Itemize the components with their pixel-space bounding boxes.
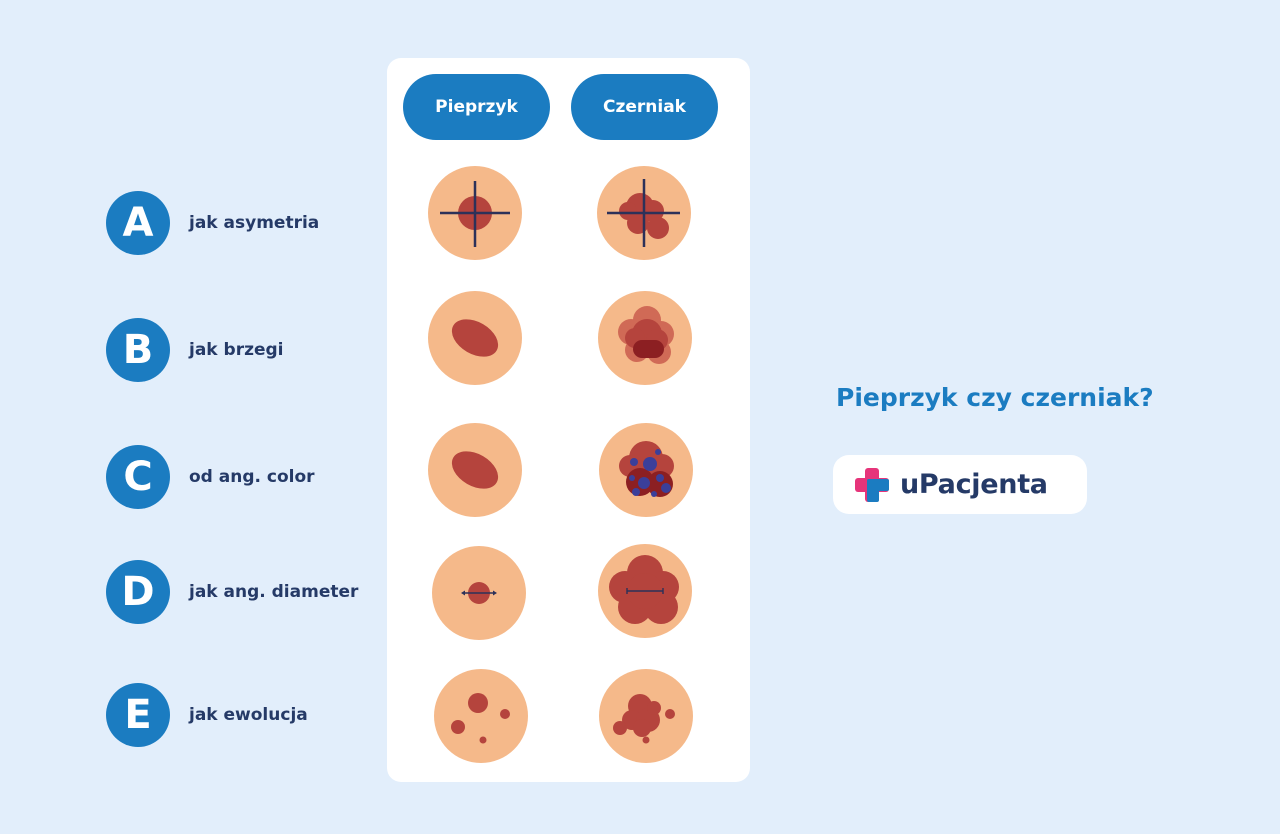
column-header-melanoma[interactable]: Czerniak <box>571 74 718 140</box>
melanoma-color-icon <box>599 423 693 517</box>
mole-color-icon <box>428 423 522 517</box>
label-borders: jak brzegi <box>189 340 284 360</box>
label-asymmetry: jak asymetria <box>189 213 320 233</box>
page-title: Pieprzyk czy czerniak? <box>836 383 1154 412</box>
melanoma-evolution-icon <box>599 669 693 763</box>
brand-logo: uPacjenta <box>833 455 1087 514</box>
mole-borders-icon <box>428 291 522 385</box>
label-diameter: jak ang. diameter <box>189 582 359 602</box>
brand-name: uPacjenta <box>900 469 1048 500</box>
mole-evolution-icon <box>434 669 528 763</box>
melanoma-borders-icon <box>598 291 692 385</box>
letter-badge-a: A <box>106 191 170 255</box>
mole-diameter-icon <box>432 546 526 640</box>
abcde-row-b: B jak brzegi <box>106 318 284 382</box>
melanoma-asymmetry-icon <box>597 166 691 260</box>
label-color: od ang. color <box>189 467 315 487</box>
letter-badge-c: C <box>106 445 170 509</box>
label-evolution: jak ewolucja <box>189 705 308 725</box>
abcde-row-e: E jak ewolucja <box>106 683 308 747</box>
medical-cross-icon <box>855 467 889 502</box>
letter-badge-d: D <box>106 560 170 624</box>
mole-asymmetry-icon <box>428 166 522 260</box>
letter-badge-b: B <box>106 318 170 382</box>
abcde-row-c: C od ang. color <box>106 445 315 509</box>
letter-badge-e: E <box>106 683 170 747</box>
abcde-row-d: D jak ang. diameter <box>106 560 358 624</box>
melanoma-diameter-icon <box>598 544 692 638</box>
column-header-mole[interactable]: Pieprzyk <box>403 74 550 140</box>
abcde-row-a: A jak asymetria <box>106 191 319 255</box>
